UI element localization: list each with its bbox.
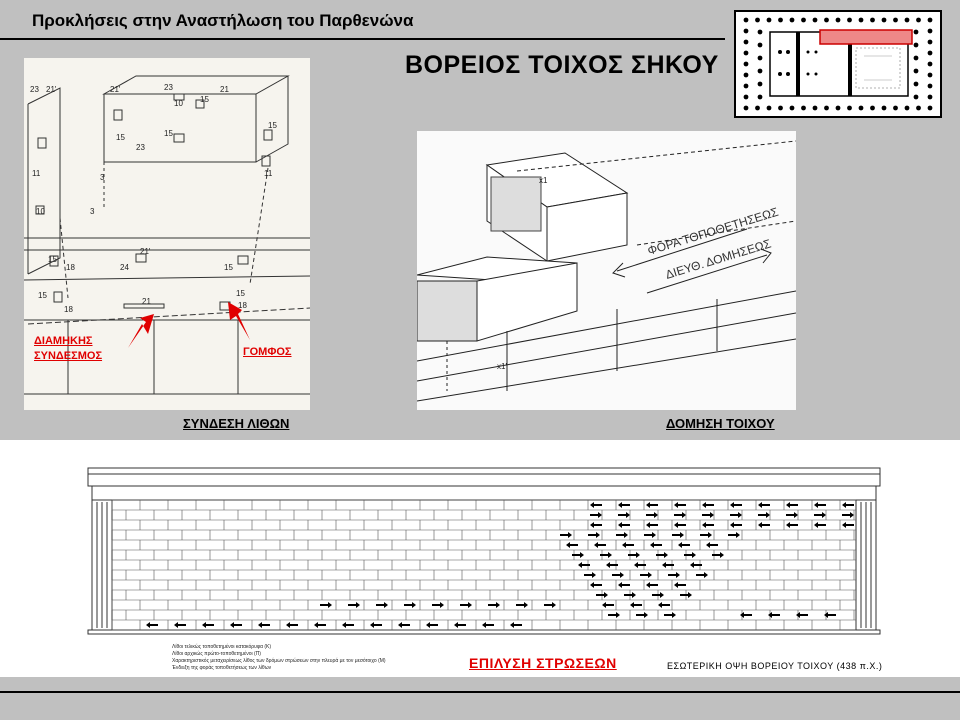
wall-elevation-note: ΕΣΩΤΕΡΙΚΗ ΟΨΗ ΒΟΡΕΙΟΥ ΤΟΙΧΟΥ (438 π.Χ.) xyxy=(667,661,883,671)
svg-text:15: 15 xyxy=(116,133,125,142)
mark-x1-prime: x1' xyxy=(497,362,507,371)
mark-x1: x1 xyxy=(539,176,548,185)
stone-joints-drawing: 23 21' 21' 23 21 10 15 15 15 23 11 15 11 3 10 3 15… xyxy=(24,58,310,410)
legend-item-3: Χαρακτηριστικός μεταχειρίσεως λίθος των … xyxy=(172,658,386,664)
svg-text:15: 15 xyxy=(200,95,209,104)
svg-text:15: 15 xyxy=(48,255,57,264)
svg-text:18: 18 xyxy=(238,301,247,310)
svg-text:15: 15 xyxy=(224,263,233,272)
svg-text:18: 18 xyxy=(64,305,73,314)
course-resolution-caption: ΕΠΙΛΥΣΗ ΣΤΡΩΣΕΩΝ xyxy=(469,655,617,671)
svg-text:21': 21' xyxy=(140,247,151,256)
svg-text:21: 21 xyxy=(220,85,229,94)
svg-text:10: 10 xyxy=(174,99,183,108)
longitudinal-joint-label: ΔΙΑΜΗΚΗΣ ΣΥΝΔΕΣΜΟΣ xyxy=(34,335,103,362)
svg-text:21': 21' xyxy=(46,85,57,94)
svg-text:3: 3 xyxy=(90,207,95,216)
wall-elevation-drawing: Λίθοι τελικώς τοποθετημένοι κατακόρυφα (… xyxy=(0,440,960,677)
slide-title: Προκλήσεις στην Αναστήλωση του Παρθενώνα xyxy=(32,11,414,30)
svg-text:3: 3 xyxy=(100,173,105,182)
svg-text:15: 15 xyxy=(236,289,245,298)
title-rule xyxy=(0,38,725,40)
svg-text:15: 15 xyxy=(164,129,173,138)
svg-text:23: 23 xyxy=(136,143,145,152)
wall-structure-caption: ΔΟΜΗΣΗ ΤΟΙΧΟΥ xyxy=(666,416,775,431)
svg-text:24: 24 xyxy=(120,263,129,272)
svg-text:18: 18 xyxy=(66,263,75,272)
svg-text:11: 11 xyxy=(264,169,273,178)
footer-rule xyxy=(0,691,960,693)
svg-text:21': 21' xyxy=(110,85,121,94)
svg-text:21: 21 xyxy=(142,297,151,306)
svg-text:23: 23 xyxy=(30,85,39,94)
dowel-label: ΓΟΜΦΟΣ xyxy=(243,346,292,358)
parthenon-plan-thumbnail xyxy=(734,10,942,118)
svg-text:15: 15 xyxy=(38,291,47,300)
legend-item-1: Λίθοι τελικώς τοποθετημένοι κατακόρυφα (… xyxy=(172,644,272,650)
svg-text:10: 10 xyxy=(36,207,45,216)
wall-structure-drawing: ΦΟΡΑ ΤΟΠΟΘΕΤΗΣΕΩΣ ΔΙΕΥΘ. ΔΟΜΗΣΕΩΣ x1 x1' xyxy=(417,131,796,410)
section-heading: ΒΟΡΕΙΟΣ ΤΟΙΧΟΣ ΣΗΚΟΥ xyxy=(405,51,719,79)
stone-joints-caption: ΣΥΝΔΕΣΗ ΛΙΘΩΝ xyxy=(183,416,290,431)
legend-item-2: Λίθοι αρχικώς πρώτο-τοποθετημένοι (Π) xyxy=(172,651,261,657)
legend-item-4: Ένδειξη της φοράς τοποθετήσεως των λίθων xyxy=(172,665,272,671)
svg-text:11: 11 xyxy=(32,169,41,178)
svg-text:15: 15 xyxy=(268,121,277,130)
svg-text:23: 23 xyxy=(164,83,173,92)
